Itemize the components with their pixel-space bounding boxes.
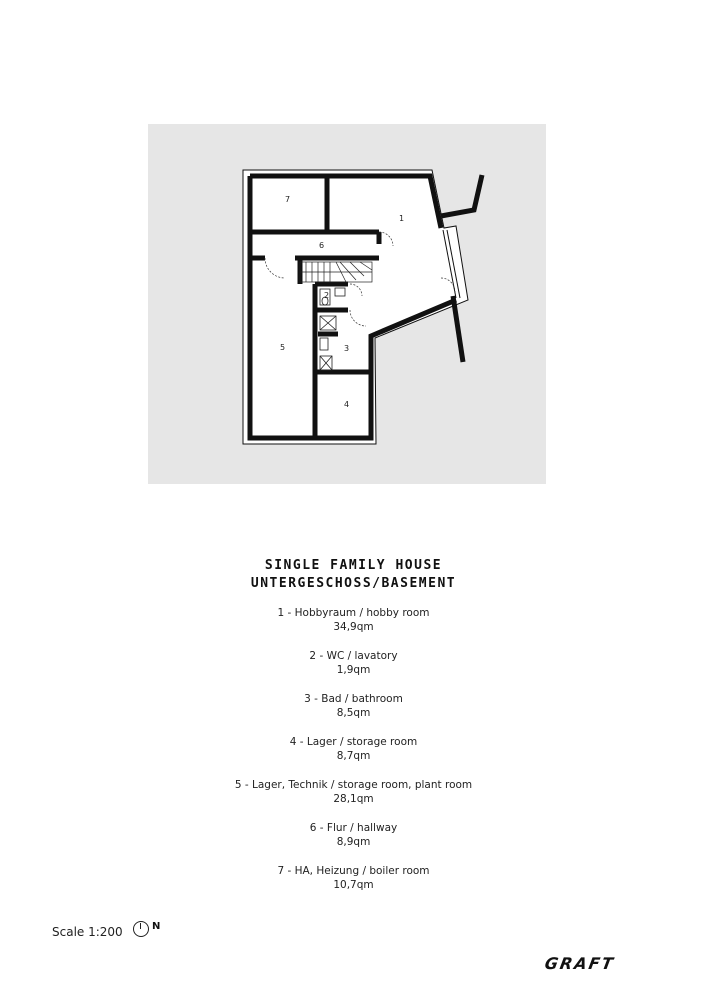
door-swings [264, 231, 456, 327]
legend-room-area: 8,9qm [336, 836, 371, 848]
exterior-wall-lower [450, 295, 466, 363]
legend-item: 2 - WC / lavatory 1,9qm [0, 649, 707, 677]
legend-room-name: 4 - Lager / storage room [289, 736, 418, 748]
title-line-1: SINGLE FAMILY HOUSE [264, 558, 443, 573]
plan-outline [242, 169, 469, 445]
room-legend: 1 - Hobbyraum / hobby room 34,9qm 2 - WC… [0, 606, 707, 907]
exterior-wall-stub [440, 174, 485, 219]
legend-item: 5 - Lager, Technik / storage room, plant… [0, 778, 707, 806]
legend-item: 4 - Lager / storage room 8,7qm [0, 735, 707, 763]
legend-room-name: 3 - Bad / bathroom [304, 693, 403, 705]
legend-room-area: 28,1qm [333, 793, 374, 805]
legend-room-name: 7 - HA, Heizung / boiler room [277, 865, 430, 877]
legend-item: 7 - HA, Heizung / boiler room 10,7qm [0, 864, 707, 892]
legend-room-area: 1,9qm [336, 664, 371, 676]
sanitary-fixtures [319, 287, 346, 371]
room-label-3: 3 [344, 344, 349, 353]
legend-item: 1 - Hobbyraum / hobby room 34,9qm [0, 606, 707, 634]
graft-logo: GRAFT [543, 954, 617, 973]
window-glazing [442, 229, 461, 299]
legend-room-area: 34,9qm [333, 621, 374, 633]
legend-room-area: 8,7qm [336, 750, 371, 762]
legend-room-name: 6 - Flur / hallway [309, 822, 398, 834]
legend-room-area: 8,5qm [336, 707, 371, 719]
room-label-6: 6 [319, 241, 324, 250]
legend-item: 6 - Flur / hallway 8,9qm [0, 821, 707, 849]
walls [247, 173, 457, 441]
scale-label: Scale 1:200 [52, 925, 123, 939]
legend-room-name: 2 - WC / lavatory [309, 650, 398, 662]
room-label-4: 4 [344, 400, 349, 409]
room-label-2: 2 [324, 291, 329, 300]
north-arrow: N [133, 921, 163, 939]
room-label-5: 5 [280, 343, 285, 352]
legend-room-name: 1 - Hobbyraum / hobby room [277, 607, 430, 619]
legend-item: 3 - Bad / bathroom 8,5qm [0, 692, 707, 720]
staircase [299, 261, 373, 283]
room-label-1: 1 [399, 214, 404, 223]
title-line-2: UNTERGESCHOSS/BASEMENT [250, 576, 457, 591]
north-label: N [152, 921, 161, 932]
title-block: SINGLE FAMILY HOUSE UNTERGESCHOSS/BASEME… [0, 557, 707, 593]
north-arrow-needle [140, 923, 141, 929]
north-arrow-icon [133, 921, 149, 937]
legend-room-name: 5 - Lager, Technik / storage room, plant… [234, 779, 473, 791]
room-label-7: 7 [285, 195, 290, 204]
legend-room-area: 10,7qm [333, 879, 374, 891]
